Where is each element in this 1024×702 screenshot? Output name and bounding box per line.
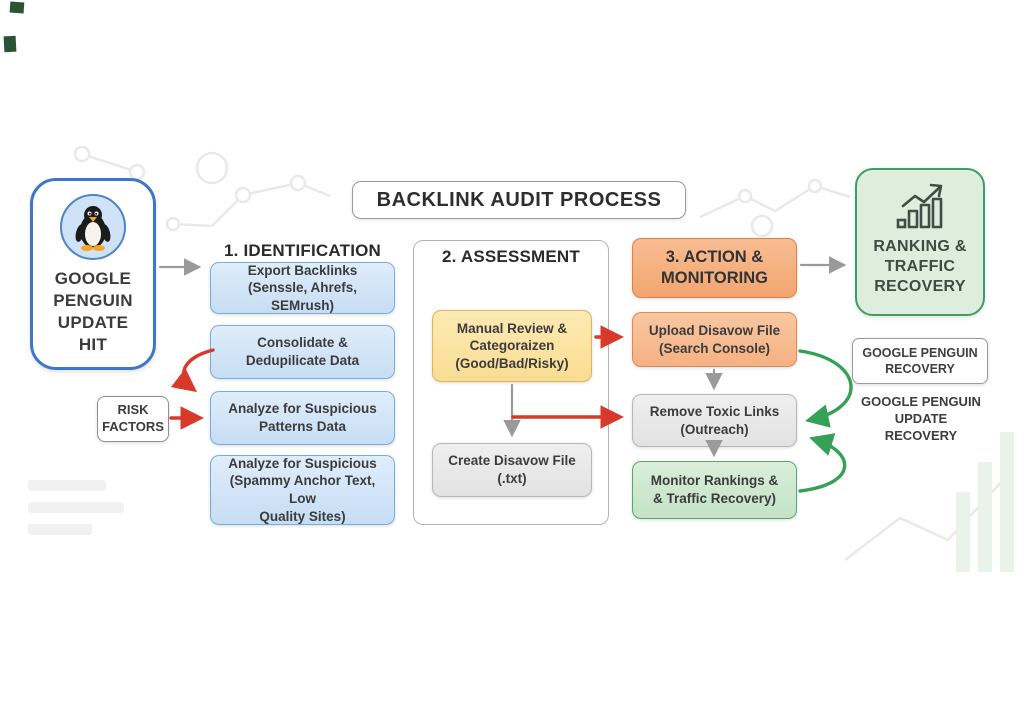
step-analyze-patterns: Analyze for Suspicious Patterns Data: [210, 391, 395, 445]
step-analyze-suspicious-sites: Analyze for Suspicious (Spammy Anchor Te…: [210, 455, 395, 525]
step-consolidate-deduplicate: Consolidate & Dedupilicate Data: [210, 325, 395, 379]
step-upload-disavow-file: Upload Disavow File (Search Console): [632, 312, 797, 367]
penguin-icon: [60, 194, 126, 260]
google-penguin-update-recovery-caption: GOOGLE PENGUIN UPDATE RECOVERY: [861, 394, 981, 443]
column-header-identification: 1. IDENTIFICATION: [223, 241, 382, 260]
step-manual-review: Manual Review & Categoraizen (Good/Bad/R…: [432, 310, 592, 382]
growth-chart-icon: [896, 183, 943, 229]
outcome-label: RANKING & TRAFFIC RECOVERY: [873, 238, 967, 295]
diagram-title: BACKLINK AUDIT PROCESS: [352, 181, 686, 219]
risk-factors-node: RISK FACTORS: [97, 396, 169, 442]
column-header-action-monitoring: 3. ACTION & MONITORING: [632, 238, 797, 298]
step-create-disavow-file: Create Disavow File (.txt): [432, 443, 592, 497]
column-header-assessment: 2. ASSESSMENT: [441, 247, 580, 266]
trigger-node-google-penguin-hit: GOOGLE PENGUIN UPDATE HIT: [30, 178, 156, 370]
trigger-label: GOOGLE PENGUIN UPDATE HIT: [53, 269, 133, 355]
step-export-backlinks: Export Backlinks (Senssle, Ahrefs, SEMru…: [210, 262, 395, 314]
outcome-node-ranking-traffic-recovery: RANKING & TRAFFIC RECOVERY: [855, 168, 985, 316]
step-monitor-rankings: Monitor Rankings & & Traffic Recovery): [632, 461, 797, 519]
corner-mark: [3, 1, 25, 53]
google-penguin-recovery-badge: GOOGLE PENGUIN RECOVERY: [852, 338, 988, 384]
step-remove-toxic-links: Remove Toxic Links (Outreach): [632, 394, 797, 447]
arrow-monitor-loop-to-remove: [798, 433, 847, 493]
assessment-frame: [413, 240, 609, 525]
arrow-consolidate-to-analyze: [170, 348, 215, 393]
